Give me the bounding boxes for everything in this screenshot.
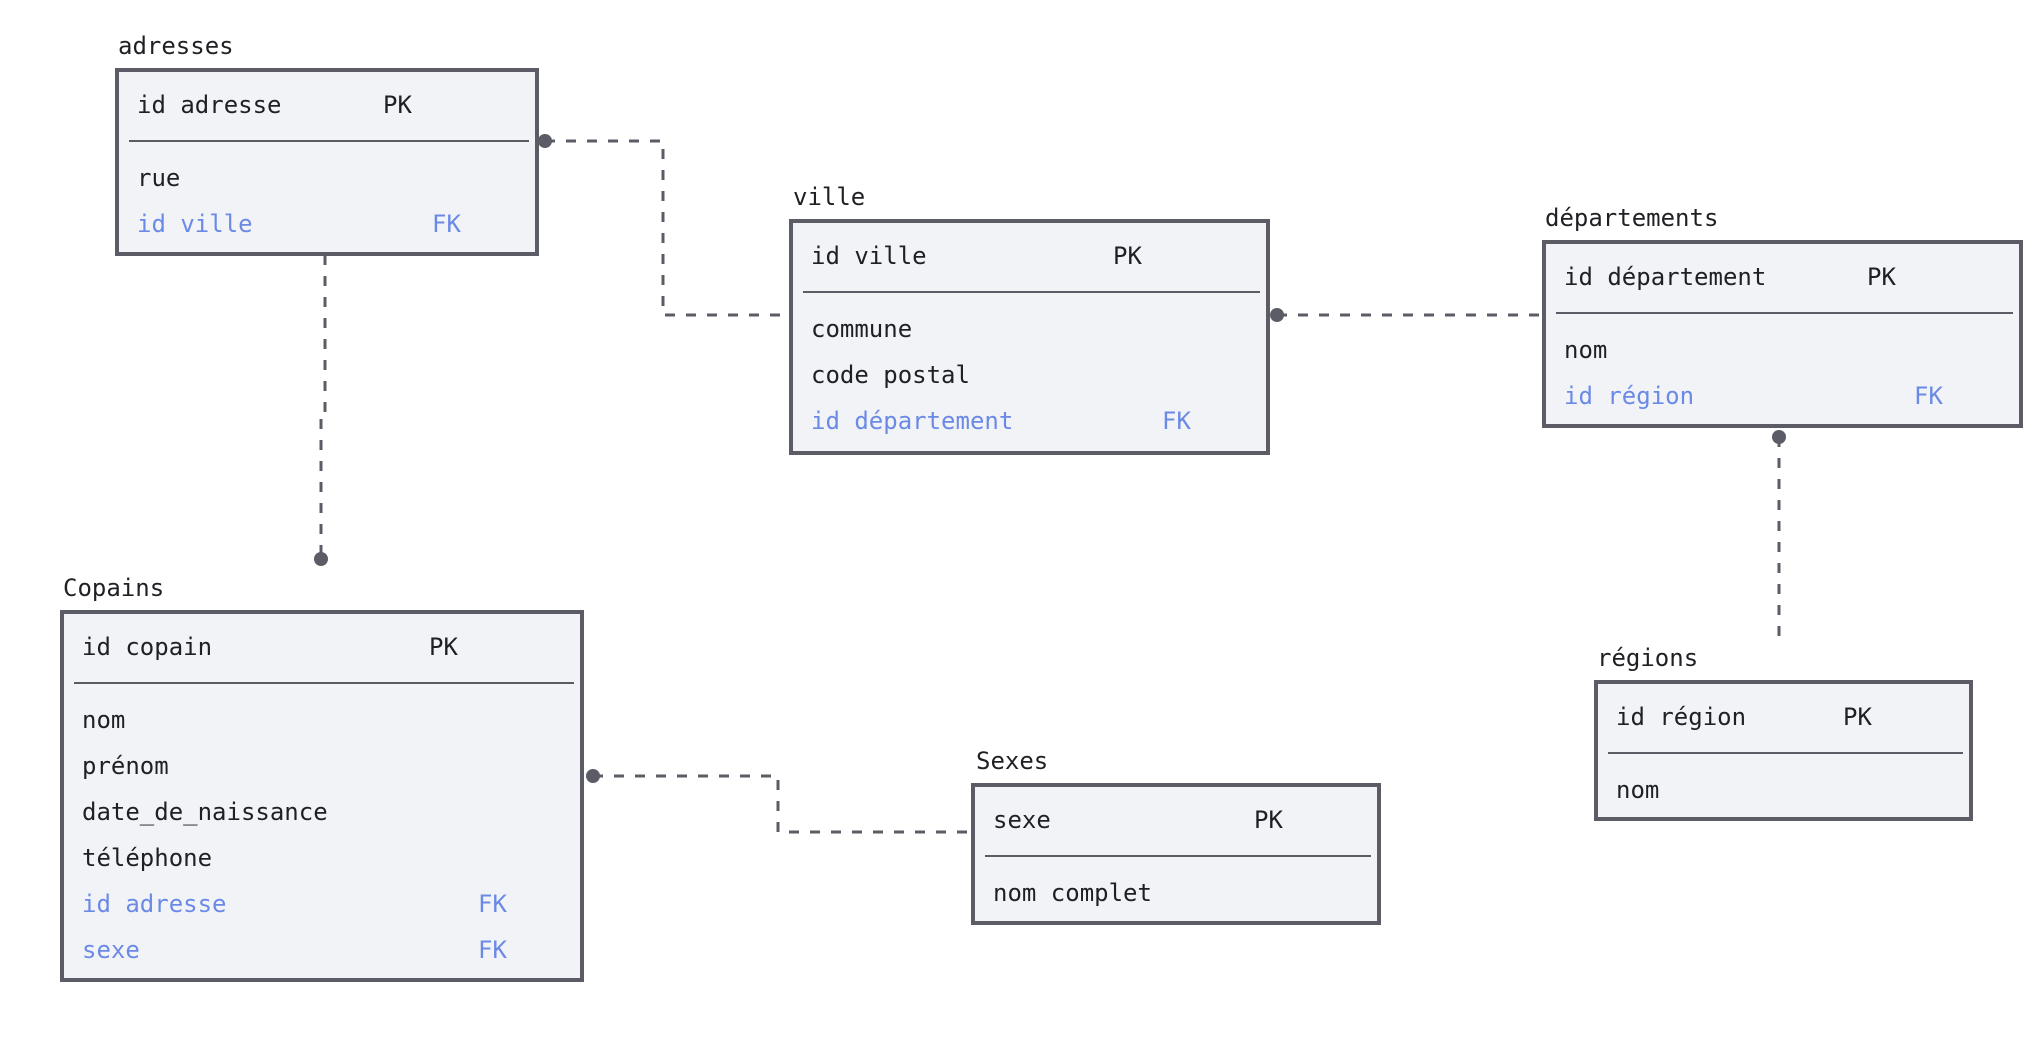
field-name: date_de_naissance [82, 798, 328, 826]
field-name: sexe [993, 806, 1051, 834]
field-name: id département [1564, 263, 1767, 291]
divider [129, 140, 529, 142]
field-name: id copain [82, 633, 213, 661]
foreign-key-badge: FK [478, 936, 507, 964]
primary-key-badge: PK [1843, 703, 1872, 731]
divider [985, 855, 1371, 857]
field-name: rue [137, 164, 181, 192]
field-name: téléphone [82, 844, 213, 872]
entity-title-ville: ville [793, 183, 866, 211]
primary-key-badge: PK [383, 91, 412, 119]
entity-title-departements: départements [1545, 204, 1719, 232]
field-name-foreign-key: sexe [82, 936, 140, 964]
foreign-key-badge: FK [1914, 382, 1943, 410]
field-name-foreign-key: id région [1564, 382, 1695, 410]
entity-departements[interactable]: id département PK nom id région FK [1542, 240, 2023, 428]
field-name-foreign-key: id ville [137, 210, 253, 238]
foreign-key-badge: FK [432, 210, 461, 238]
connector-copains-sexes [593, 774, 972, 834]
field-name: id ville [811, 242, 927, 270]
field-name: prénom [82, 752, 169, 780]
entity-title-regions: régions [1597, 644, 1699, 672]
connector-dot-ville [1270, 308, 1284, 322]
divider [1556, 312, 2013, 314]
entity-title-adresses: adresses [118, 32, 234, 60]
entity-ville[interactable]: id ville PK commune code postal id dépar… [789, 219, 1270, 455]
entity-adresses[interactable]: id adresse PK rue id ville FK [115, 68, 539, 256]
field-name: nom [1616, 776, 1660, 804]
foreign-key-badge: FK [478, 890, 507, 918]
field-name-foreign-key: id département [811, 407, 1014, 435]
connector-dot-departements [1772, 430, 1786, 444]
field-name: code postal [811, 361, 970, 389]
field-name: id région [1616, 703, 1747, 731]
connector-dot-adresses [538, 134, 552, 148]
primary-key-badge: PK [1867, 263, 1896, 291]
entity-title-sexes: Sexes [976, 747, 1049, 775]
field-name: commune [811, 315, 913, 343]
connector-adresses-copains [319, 255, 327, 559]
entity-copains[interactable]: id copain PK nom prénom date_de_naissanc… [60, 610, 584, 982]
foreign-key-badge: FK [1162, 407, 1191, 435]
primary-key-badge: PK [429, 633, 458, 661]
connector-dot-copains-top [314, 552, 328, 566]
field-name: nom complet [993, 879, 1152, 907]
entity-sexes[interactable]: sexe PK nom complet [971, 783, 1381, 925]
connector-adresses-ville [545, 139, 790, 317]
field-name: nom [1564, 336, 1608, 364]
field-name-foreign-key: id adresse [82, 890, 227, 918]
connector-dot-copains-right [586, 769, 600, 783]
field-name: id adresse [137, 91, 282, 119]
entity-regions[interactable]: id région PK nom [1594, 680, 1973, 821]
primary-key-badge: PK [1254, 806, 1283, 834]
primary-key-badge: PK [1113, 242, 1142, 270]
divider [1608, 752, 1963, 754]
field-name: nom [82, 706, 126, 734]
entity-title-copains: Copains [63, 574, 165, 602]
divider [803, 291, 1260, 293]
divider [74, 682, 574, 684]
